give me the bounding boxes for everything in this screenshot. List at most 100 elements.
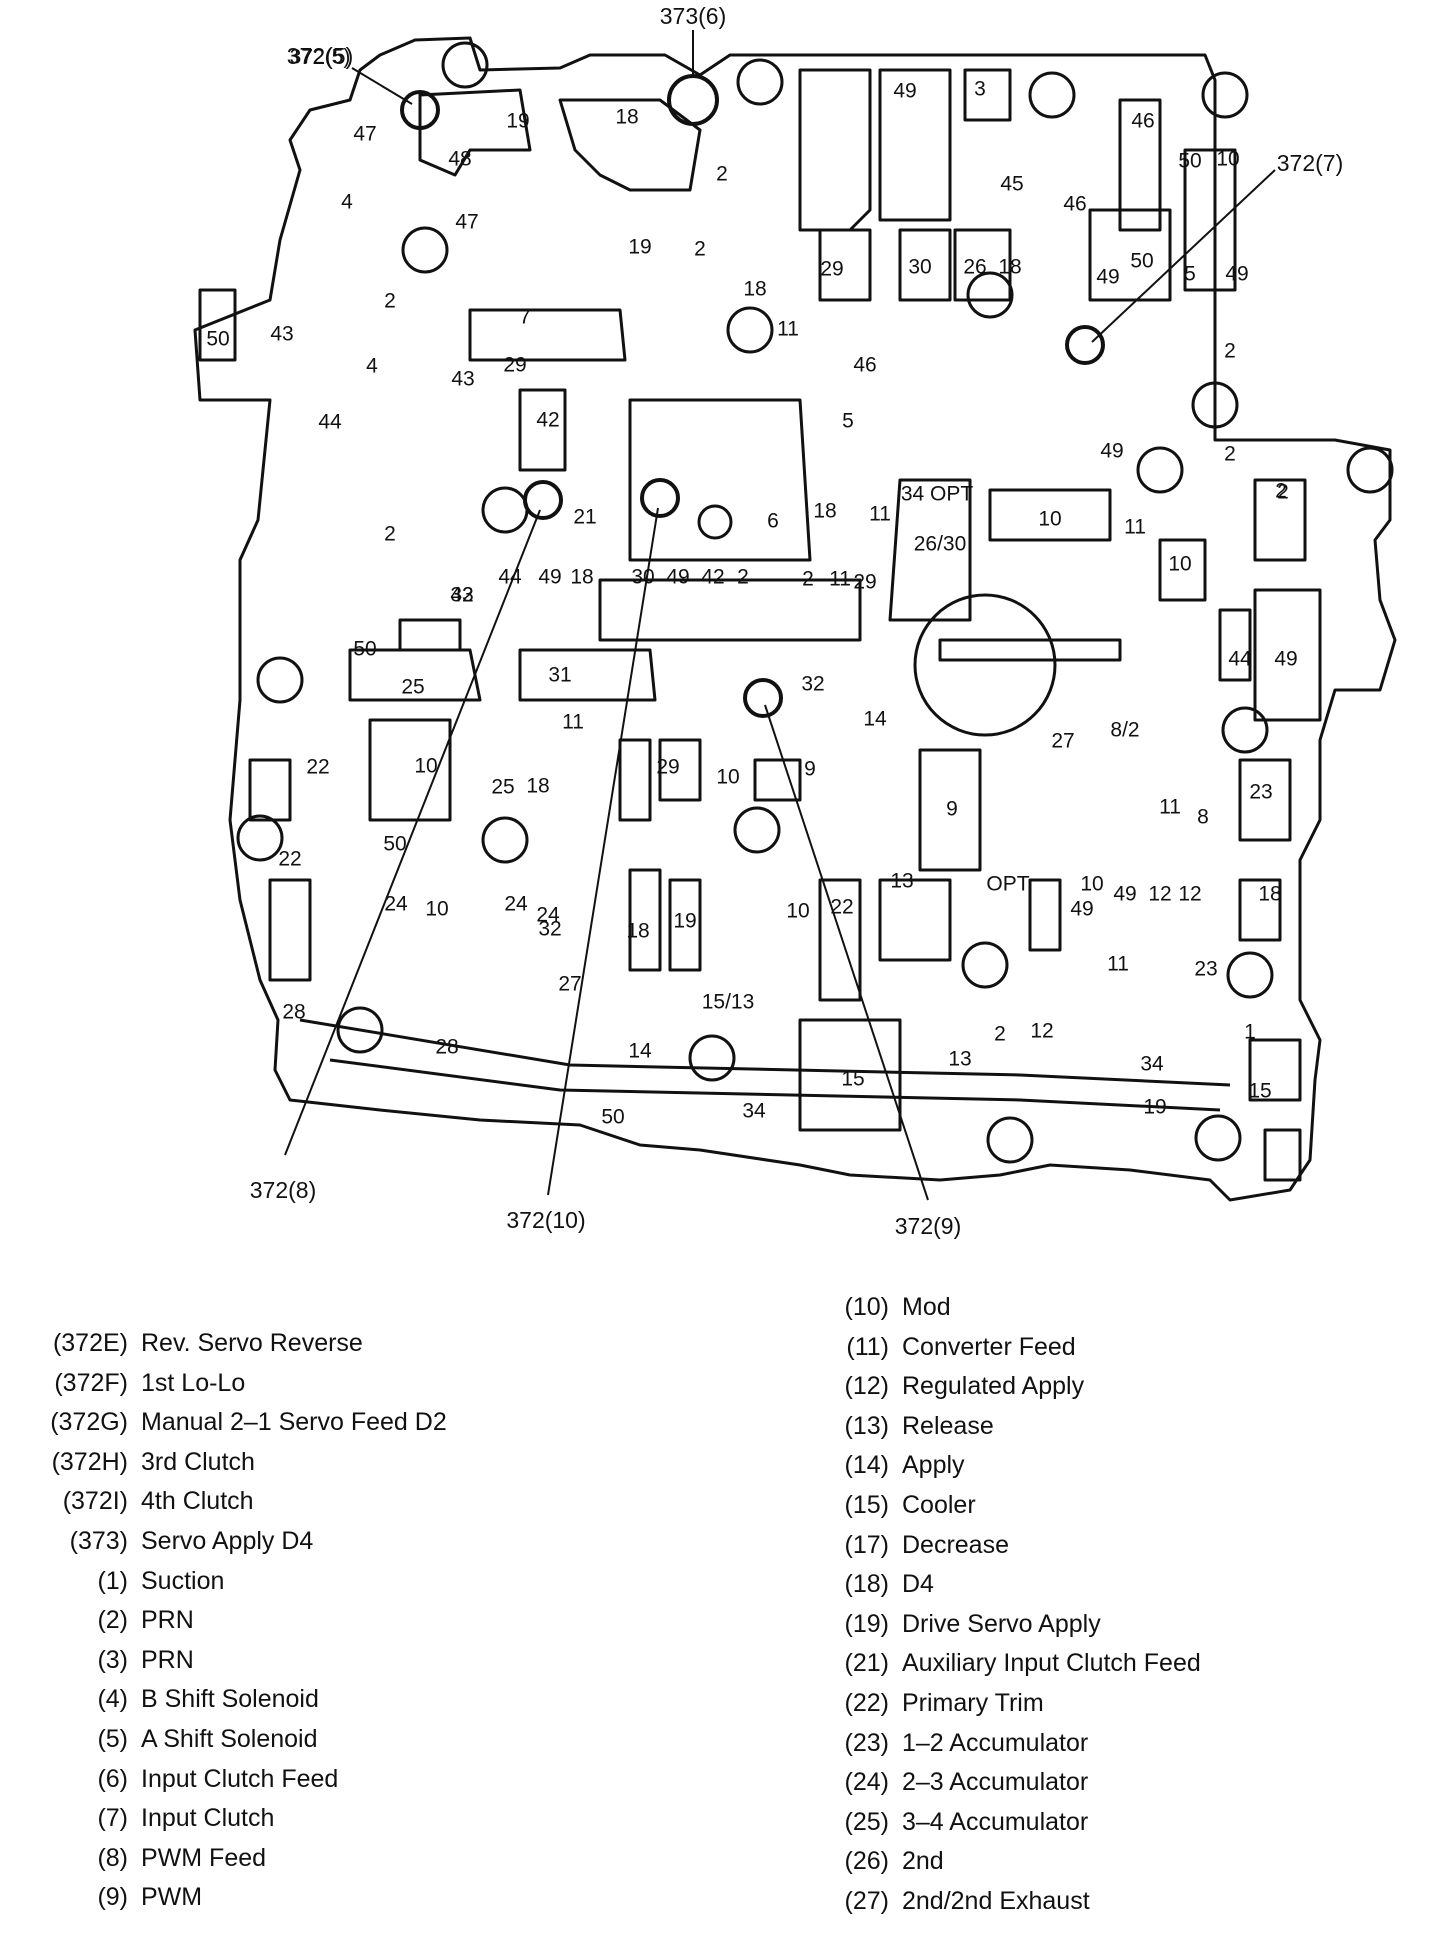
legend-label: Cooler [902,1491,976,1519]
passage-number: 23 [1249,781,1272,804]
passage-number: 50 [206,328,229,351]
legend-entry: (27)2nd/2nd Exhaust [0,1886,1440,1916]
passage-number: 2 [1224,340,1236,363]
legend-entry: (5) A Shift Solenoid [0,1724,1440,1754]
passage-number: 31 [548,664,571,687]
legend-label: 1st Lo-Lo [141,1368,246,1397]
passage-number: 12 [1148,883,1171,906]
callout-373-6: 373(6) [660,3,726,29]
legend-label: A Shift Solenoid [141,1725,318,1753]
passage-number: 5 [1184,263,1196,286]
legend-label: Primary Trim [902,1689,1044,1717]
passage-number: 46 [1131,110,1154,133]
passage-number: 50 [1130,250,1153,273]
passage-number: 24 [504,893,528,916]
legend-entry: (372E)Rev. Servo Reverse [0,1328,1440,1358]
passage-number: 18 [998,256,1021,279]
passage-number: 1 [1244,1021,1256,1044]
passage-number: 5 [842,410,854,433]
legend-entry: (15) Cooler [0,1490,1440,1520]
passage-number: 2 [802,568,814,591]
legend-code: (15) [844,1491,889,1519]
legend-entry: (8)PWM Feed [0,1843,1440,1873]
passage-number: 26 [963,256,986,279]
passage-number: 9 [804,758,816,781]
passage-number: 44 [1228,648,1252,671]
passage-number: 8 [1197,806,1209,829]
passage-number: 2 [694,238,706,261]
legend-code: (12) [844,1372,889,1401]
legend-label: Converter Feed [902,1332,1076,1361]
passage-number: 15 [841,1068,864,1091]
passage-number: 42 [701,566,724,589]
legend-code: (24) [844,1768,889,1797]
callout-372-9: 372(9) [895,1213,961,1239]
legend-label: Suction [141,1566,225,1595]
legend-label: PRN [141,1606,194,1635]
passage-number: 10 [414,755,437,778]
passage-number: 46 [1063,193,1086,216]
legend-code: (5) [97,1725,128,1753]
passage-number: 44 [498,566,522,589]
passage-number: 30 [631,566,654,589]
passage-number: 49 [1225,263,1248,286]
valve-body-outline [193,36,1397,1202]
passage-number: 27 [558,973,581,996]
passage-number: 18 [570,566,593,589]
legend-code: (372F) [54,1368,128,1397]
legend-label: Rev. Servo Reverse [141,1329,363,1357]
legend-label: PRN [141,1645,194,1674]
passage-number: 49 [538,566,561,589]
legend-entry: (19)Drive Servo Apply [0,1609,1440,1639]
passage-number: 29 [656,756,679,779]
legend-entry: (1)Suction [0,1566,1440,1596]
passage-number: 10 [1168,553,1191,576]
legend-code: (6) [97,1764,128,1793]
legend-code: (18) [844,1570,889,1599]
passage-number: 28 [435,1036,458,1059]
passage-number: 10 [425,898,448,921]
passage-number: 10 [1038,508,1061,531]
legend-entry: (25)3–4 Accumulator [0,1807,1440,1837]
passage-number: 2 [1275,480,1287,503]
passage-number: 49 [1274,648,1297,671]
legend-code: (2) [97,1606,128,1635]
legend-code: (11) [846,1332,889,1361]
passage-number: 10 [1080,873,1103,896]
passage-number: 22 [306,756,329,779]
legend-entry: (26)2nd [0,1846,1440,1876]
legend-label: Release [902,1411,994,1440]
legend-entry: (7)Input Clutch [0,1803,1440,1833]
legend-label: Manual 2–1 Servo Feed D2 [141,1408,447,1437]
legend-entry: (13)Release [0,1411,1440,1441]
passage-number: 49 [666,566,689,589]
legend-entry: (14)Apply [0,1450,1440,1480]
passage-number: 9 [946,798,958,821]
passage-number: 15 [1248,1080,1271,1103]
passage-number: 13 [948,1048,971,1071]
passage-number: 11 [869,503,891,526]
passage-number: 18 [743,278,766,301]
callout-leader-lines [284,30,1276,1201]
passage-number: 49 [1113,883,1136,906]
legend-label: Auxiliary Input Clutch Feed [902,1649,1201,1678]
passage-number: 50 [601,1106,624,1129]
passage-number: 43 [270,323,293,346]
passage-number: 14 [863,708,887,731]
passage-number: 4 [366,355,378,378]
passage-number: 23 [1194,958,1217,981]
passage-number: 7 [519,306,531,329]
legend-entry: (9)PWM [0,1882,1440,1912]
legend-entry: (12)Regulated Apply [0,1371,1440,1401]
passage-number: 2 [1224,443,1236,466]
passage-number: 50 [1178,150,1201,173]
legend-label: 3–4 Accumulator [902,1807,1089,1836]
legend-entry: (372I)4th Clutch [0,1486,1440,1516]
callout-372-7: 372(7) [1277,150,1343,176]
legend-label: Apply [902,1451,965,1480]
passage-number: 2 [994,1023,1006,1046]
passage-number: 12 [1178,883,1201,906]
legend-code: (7) [97,1804,128,1833]
passage-number: 18 [1258,883,1281,906]
